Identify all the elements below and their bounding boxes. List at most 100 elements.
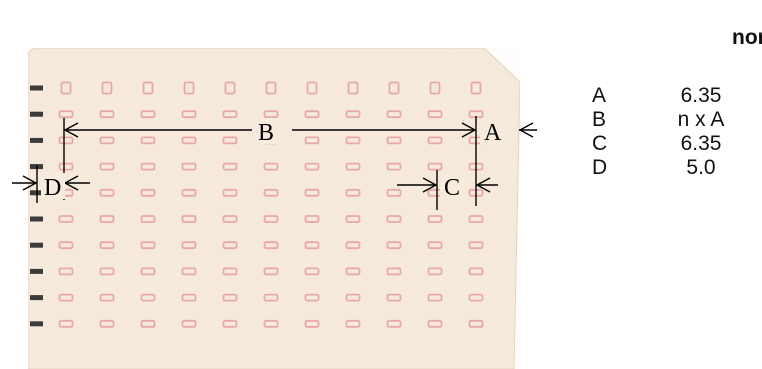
card-hole [386,267,402,276]
card-body [27,47,521,369]
norm-row-b: B n x A [570,108,762,131]
card-hole [265,81,277,95]
card-hole [427,162,443,171]
norm-row-a: A 6.35 [570,84,762,107]
norm-value: 5.0 [686,156,716,179]
card-hole [386,241,402,250]
card-hole [181,188,197,197]
label-d: D [44,175,61,201]
card-hole [60,81,72,95]
a-arrowhead [518,122,534,138]
card-hole [468,267,484,276]
card-hole [58,293,74,302]
card-hole [470,81,482,95]
dimension-annotations [12,116,537,210]
card-hole [345,319,361,328]
card-hole [468,215,484,223]
card-hole [345,215,361,223]
card-hole [386,110,402,119]
card-hole [345,293,361,302]
card-hole [263,319,279,328]
c-arrowhead-left [422,177,438,193]
card-hole [263,267,279,276]
card-hole [222,241,238,250]
card-hole [468,241,484,250]
card-hole [58,110,74,119]
edge-mark [30,321,43,327]
card-hole [140,215,156,223]
norm-value: 6.35 [680,84,722,107]
card-hole [304,215,320,223]
card-hole [429,81,441,95]
card-hole [222,293,238,302]
card-hole [222,267,238,276]
card-hole [142,81,154,95]
card-hole [427,110,443,119]
card-hole [140,319,156,328]
card-hole [99,293,115,302]
card-hole [99,162,115,171]
label-b: B [258,120,274,146]
punched-card-diagram: B A C D [12,47,537,369]
card-hole [263,293,279,302]
card-hole [304,110,320,119]
card-hole [304,319,320,328]
card-hole [347,81,359,95]
card-hole [427,293,443,302]
card-hole [181,241,197,250]
card-hole [181,215,197,223]
b-label-bg [254,118,280,144]
c-label-bg [440,173,466,199]
card-hole [427,241,443,250]
label-a: A [484,120,502,146]
card-hole [58,215,74,223]
card-hole [345,162,361,171]
c-arrowhead-right [475,177,491,193]
card-hole [58,241,74,250]
hole-grid [58,81,484,328]
card-hole [181,162,197,171]
card-hole [386,293,402,302]
d-arrowhead-left [22,175,38,191]
card-hole [345,136,361,145]
card-hole [386,162,402,171]
card-hole [140,110,156,119]
norm-row-c: C 6.35 [570,132,762,155]
card-hole [183,81,195,95]
edge-mark [30,137,43,143]
a-label-bg [480,118,506,144]
norm-key: A [592,84,607,107]
card-hole [427,136,443,145]
card-hole [427,319,443,328]
card-hole [468,293,484,302]
card-hole [140,267,156,276]
card-hole [345,241,361,250]
card-hole [181,110,197,119]
card-hole [304,162,320,171]
norm-key: C [592,132,608,155]
norm-table: norm. A 6.35 B n x A C 6.35 D 5.0 [570,0,762,369]
card-hole [222,110,238,119]
label-c: C [444,175,460,201]
card-hole [304,136,320,145]
card-hole [345,110,361,119]
card-hole [99,188,115,197]
card-hole [181,319,197,328]
edge-mark [30,268,43,274]
card-hole [222,215,238,223]
card-hole [140,293,156,302]
card-hole [386,319,402,328]
card-hole [181,136,197,145]
card-hole [99,136,115,145]
norm-key: D [592,156,608,179]
card-hole [181,267,197,276]
card-hole [427,267,443,276]
card-hole [222,319,238,328]
card-hole [304,293,320,302]
card-hole [99,319,115,328]
card-hole [345,267,361,276]
edge-mark [30,216,43,222]
card-hole [58,136,74,145]
card-hole [386,215,402,223]
card-hole [386,188,402,197]
